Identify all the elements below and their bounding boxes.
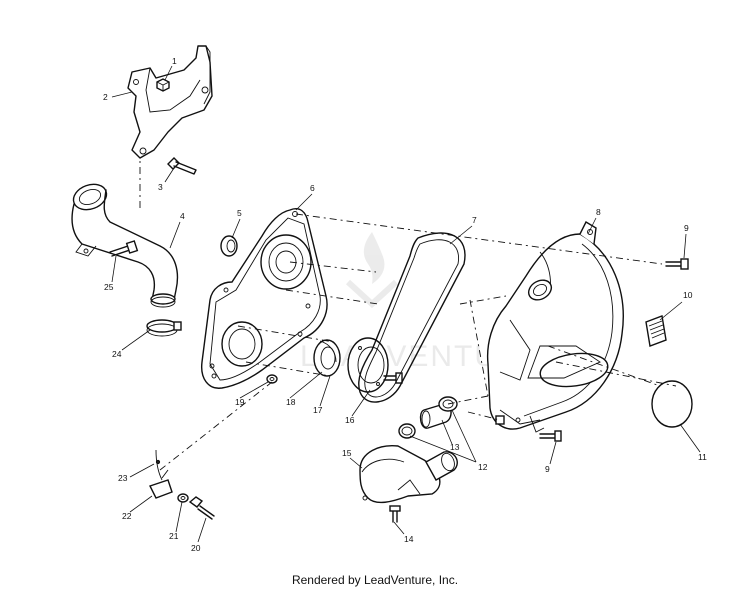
- washer-flat[interactable]: [177, 493, 189, 503]
- callout-8: 8: [596, 207, 601, 217]
- duct-screw-small[interactable]: [389, 505, 401, 523]
- callout-25: 25: [104, 282, 114, 292]
- cover-screw-top[interactable]: [665, 258, 689, 270]
- callout-13: 13: [450, 442, 460, 452]
- callout-4: 4: [180, 211, 185, 221]
- hex-bolt[interactable]: [188, 496, 215, 520]
- flange-screw[interactable]: [383, 372, 403, 384]
- mounting-bracket[interactable]: [127, 45, 213, 159]
- bushing-clamp-a[interactable]: [398, 423, 416, 439]
- mount-clip[interactable]: [149, 469, 173, 499]
- callout-9-top: 9: [684, 223, 689, 233]
- callout-2: 2: [103, 92, 108, 102]
- callout-22: 22: [122, 511, 132, 521]
- rendered-by-footer: Rendered by LeadVenture, Inc.: [291, 573, 459, 587]
- callout-1: 1: [172, 56, 177, 66]
- inner-clutch-cover[interactable]: [201, 208, 328, 389]
- seal-ring[interactable]: [313, 339, 341, 377]
- cover-screw-bottom[interactable]: [539, 430, 562, 442]
- outlet-duct[interactable]: [359, 445, 458, 504]
- hose-clamp[interactable]: [146, 319, 182, 337]
- callout-16: 16: [345, 415, 355, 425]
- callout-15: 15: [342, 448, 352, 458]
- bracket-bolt[interactable]: [167, 157, 197, 175]
- callout-11: 11: [698, 452, 707, 462]
- alignment-lines: [139, 160, 677, 471]
- shaft-seal-small[interactable]: [220, 235, 238, 257]
- leader-lines: [111, 65, 701, 543]
- callout-17: 17: [313, 405, 323, 415]
- flange-nut[interactable]: [156, 78, 170, 92]
- callout-23: 23: [118, 473, 128, 483]
- callout-19: 19: [235, 397, 245, 407]
- cover-gasket-disc[interactable]: [651, 380, 693, 428]
- callout-numbers: 1 2 3 4 5 6 7 8 9 9 10 11 12 13 14 15 16…: [103, 56, 707, 553]
- intake-duct[interactable]: [70, 180, 179, 308]
- callout-18: 18: [286, 397, 296, 407]
- duct-screw[interactable]: [109, 240, 139, 257]
- washer-small[interactable]: [266, 374, 278, 384]
- callout-5: 5: [237, 208, 242, 218]
- callout-14: 14: [404, 534, 414, 544]
- warning-decal[interactable]: [645, 315, 667, 347]
- tie-wire[interactable]: [155, 449, 163, 481]
- bearing-flange[interactable]: [347, 337, 389, 393]
- callout-3: 3: [158, 182, 163, 192]
- callout-12: 12: [478, 462, 488, 472]
- callout-10: 10: [683, 290, 693, 300]
- callout-24: 24: [112, 349, 122, 359]
- callout-7: 7: [472, 215, 477, 225]
- callout-9-bottom: 9: [545, 464, 550, 474]
- callout-20: 20: [191, 543, 201, 553]
- outer-clutch-cover[interactable]: [486, 221, 624, 433]
- callout-6: 6: [310, 183, 315, 193]
- callout-21: 21: [169, 531, 179, 541]
- drive-belt[interactable]: [358, 232, 466, 403]
